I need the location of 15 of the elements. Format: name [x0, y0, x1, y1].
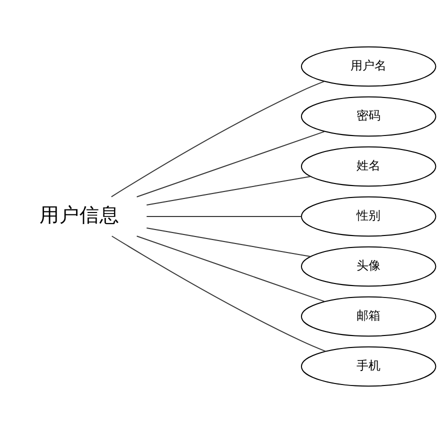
node-ellipse: 邮箱: [300, 296, 436, 337]
connector: [146, 216, 302, 217]
node-ellipse: 用户名: [300, 46, 436, 87]
node-ellipse: 姓名: [300, 146, 436, 187]
node-ellipse: 性别: [300, 196, 436, 237]
connector: [146, 228, 311, 258]
node-text: 用户信息: [39, 203, 120, 226]
connector: [136, 236, 325, 302]
connector: [146, 176, 311, 206]
connector: [136, 131, 325, 198]
connector: [110, 80, 325, 198]
node-ellipse: 密码: [300, 96, 436, 137]
node-ellipse: 手机: [300, 346, 436, 387]
node-ellipse: 头像: [300, 246, 436, 287]
connector: [111, 236, 326, 352]
